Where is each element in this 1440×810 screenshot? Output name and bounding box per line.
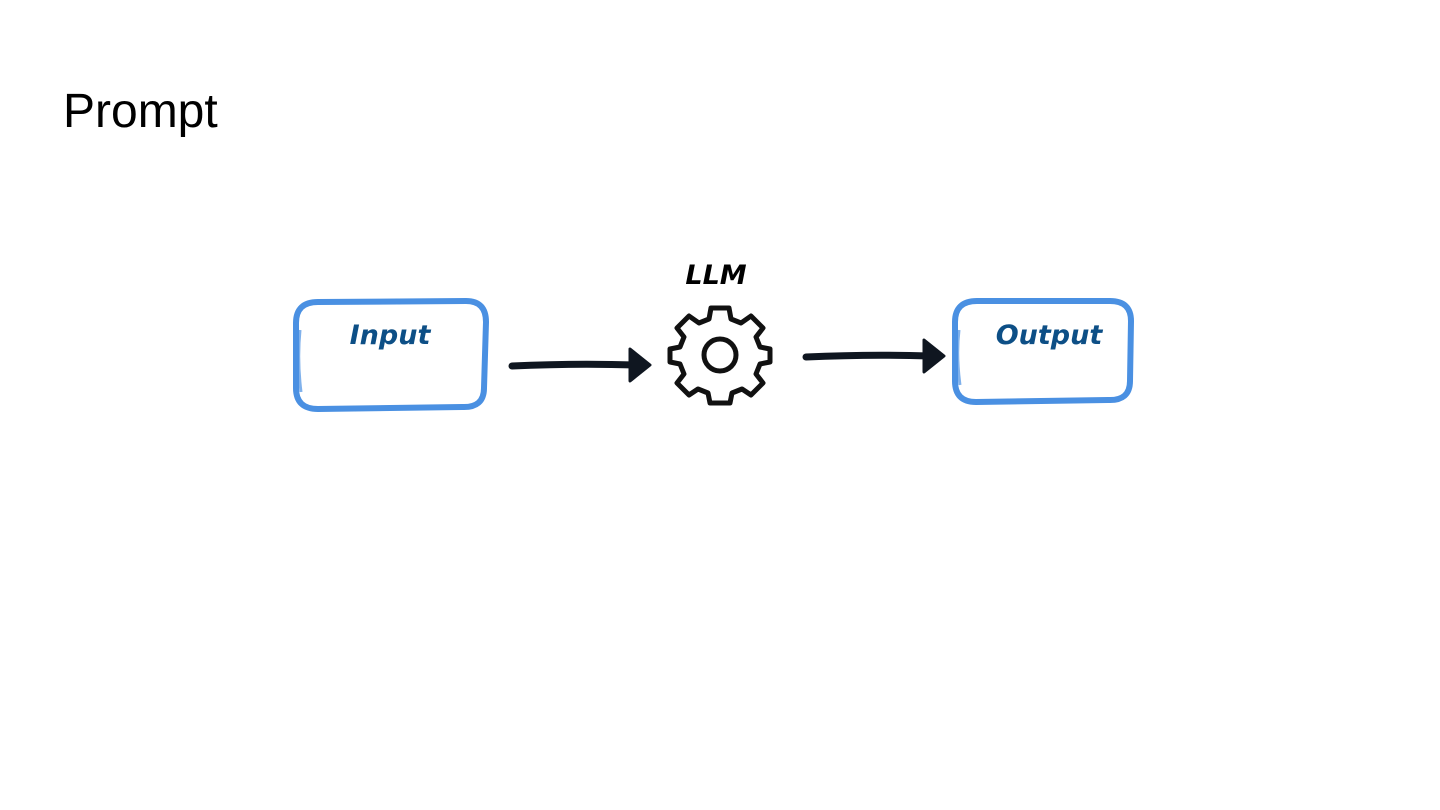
arrow-shaft [508,360,640,370]
arrow-shaft [802,351,934,361]
output-label: Output [996,320,1104,351]
input-label: Input [350,320,432,351]
input-node: Input [293,298,489,412]
input-box-brush-stroke [297,329,303,393]
output-box-brush-stroke [956,329,962,386]
llm-node: LLM [667,260,773,406]
output-box-border [952,298,1134,405]
arrow-head [922,338,946,374]
gear-icon [667,305,773,406]
gear-hub [701,336,739,374]
input-box-border [293,298,489,412]
arrow-head [628,347,652,383]
llm-label: LLM [685,260,746,291]
arrow-llm-to-output [802,338,946,374]
slide-title: Prompt [63,85,218,138]
output-node: Output [952,298,1134,405]
arrow-input-to-llm [508,347,652,383]
